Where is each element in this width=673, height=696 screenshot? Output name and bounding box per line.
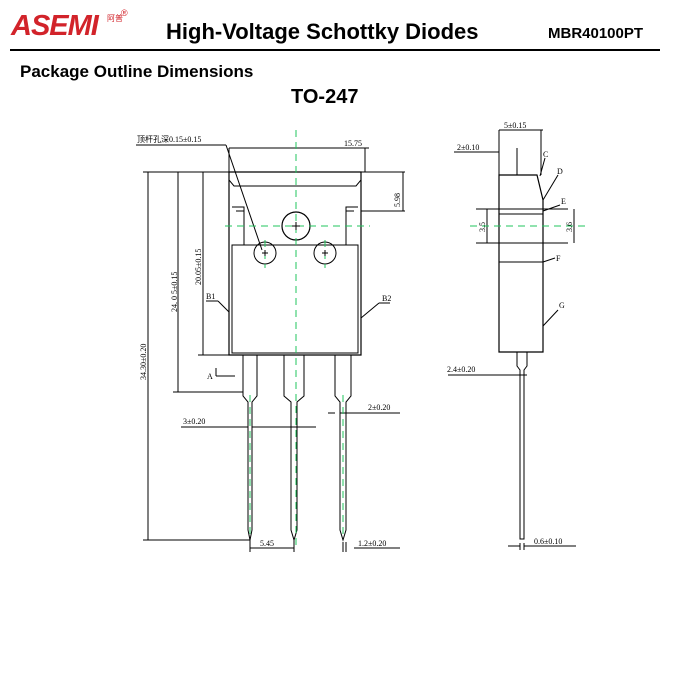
label-e: E [561, 197, 566, 206]
side-view [448, 129, 576, 550]
label-a: A [207, 372, 213, 381]
section-title: Package Outline Dimensions [20, 62, 254, 81]
hole-crosshairs [262, 222, 328, 256]
dim-side-top: 5±0.15 [504, 121, 526, 130]
dim-lead-width-left: 3±0.20 [183, 417, 205, 426]
page-header: ASEMI 阿普 ® High-Voltage Schottky Diodes … [0, 0, 673, 50]
label-c: C [543, 150, 548, 159]
dim-side-tab: 2±0.10 [457, 143, 479, 152]
label-b2: B2 [382, 294, 391, 303]
header-rule [10, 49, 660, 51]
dim-34-30: 34.30±0.20 [139, 344, 148, 380]
brand-logo-chinese: 阿普 [107, 14, 123, 23]
dim-lead-tip: 1.2±0.20 [358, 539, 386, 548]
dim-2-4: 2.4±0.20 [447, 365, 475, 374]
dim-3-5: 3.5 [478, 222, 487, 232]
dim-20-05: 20.05±0.15 [194, 249, 203, 285]
dim-pitch: 5.45 [260, 539, 274, 548]
dim-lead-width-right: 2±0.20 [368, 403, 390, 412]
package-name: TO-247 [291, 86, 359, 108]
registered-mark: ® [121, 8, 128, 18]
hole-depth-note: 顶杆孔深0.15±0.15 [137, 134, 201, 144]
part-number: MBR40100PT [548, 25, 644, 42]
label-d: D [557, 167, 563, 176]
dim-width-top: 15.75 [344, 139, 362, 148]
dim-tab-height: 5.98 [393, 193, 402, 207]
label-g: G [559, 301, 565, 310]
brand-logo: ASEMI [11, 10, 99, 42]
dim-3-6: 3.6 [565, 222, 574, 232]
label-f: F [556, 254, 561, 263]
dim-side-lead: 0.6±0.10 [534, 537, 562, 546]
front-view [136, 144, 405, 552]
label-b1: B1 [206, 292, 215, 301]
document-title: High-Voltage Schottky Diodes [166, 19, 479, 44]
dim-24-05: 24. 0 5±0.15 [170, 272, 179, 312]
